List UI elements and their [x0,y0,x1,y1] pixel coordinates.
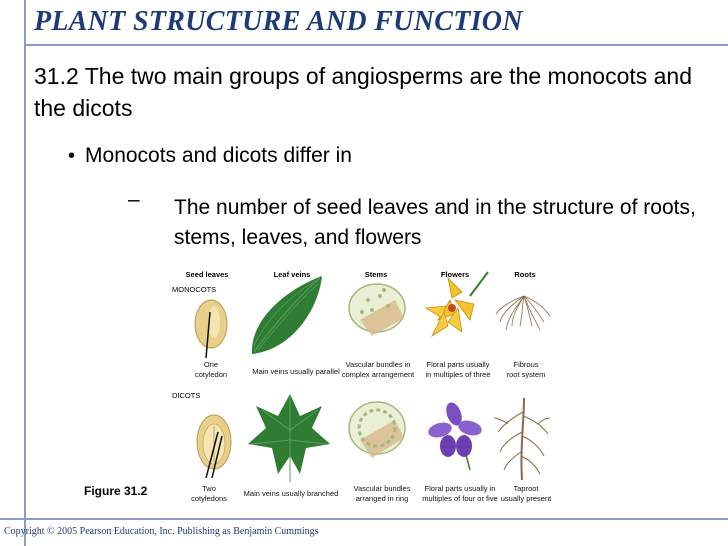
copyright-notice: Copyright © 2005 Pearson Education, Inc.… [4,526,319,537]
title-divider [26,44,728,46]
col-header-roots: Roots [514,270,536,279]
parallel-veins-leaf-icon [251,276,322,354]
col-header-flowers: Flowers [440,270,470,279]
label-ring-bundles: Vascular bundles arranged in ring [353,484,411,503]
dicot-flower-icon [428,402,482,471]
label-branched-veins: Main veins usually branched [243,489,339,498]
row-header-monocots: MONOCOTS [172,285,217,294]
label-fibrous-roots: Fibrous root system [506,360,546,379]
bullet-marker: • [68,145,76,167]
label-two-cotyledons: Two cotyledons [191,484,227,503]
monocot-stem-icon [348,283,406,336]
label-one-cotyledon: One cotyledon [194,360,228,379]
fibrous-roots-icon [495,295,551,331]
slide-heading: 31.2 The two main groups of angiosperms … [34,63,693,121]
col-header-stems: Stems [364,270,388,279]
col-header-leaf-veins: Leaf veins [273,270,311,279]
label-taproot: Taproot usually present [500,484,552,503]
slide-title: PLANT STRUCTURE AND FUNCTION [34,6,523,37]
label-multiples-of-three: Floral parts usually in multiples of thr… [425,360,491,379]
monocot-flower-icon [424,271,489,338]
sub-bullet-marker: – [128,188,140,211]
label-parallel-veins: Main veins usually parallel [252,367,340,376]
label-multiples-four-five: Floral parts usually in multiples of fou… [422,484,498,503]
dicot-stem-icon [348,401,406,458]
taproot-icon [493,397,551,481]
left-rule [24,0,26,546]
monocot-seed-icon [194,299,228,359]
figure-caption: Figure 31.2 [84,484,148,498]
footer-divider [0,518,728,520]
label-complex-bundles: Vascular bundles in complex arrangement [341,360,415,379]
row-header-dicots: DICOTS [172,391,201,400]
bullet-text: Monocots and dicots differ in [85,144,352,167]
col-header-seed-leaves: Seed leaves [185,270,229,279]
sub-bullet-text: The number of seed leaves and in the str… [174,196,696,249]
bullet-item: • Monocots and dicots differ in [68,144,352,168]
dicot-seed-icon [196,414,232,479]
branched-veins-leaf-icon [248,394,330,482]
